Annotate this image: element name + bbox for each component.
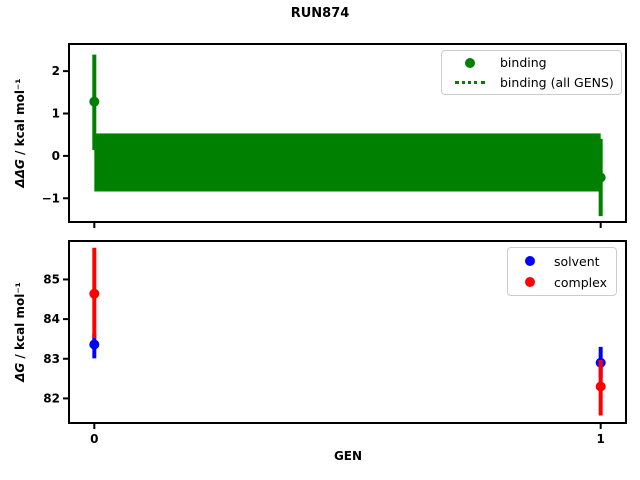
binding-marker-icon [465, 57, 475, 68]
y-tick-label: 0 [52, 149, 60, 163]
binding-data-point [89, 96, 100, 107]
y-tick-label: 82 [43, 391, 60, 405]
top-legend: binding binding (all GENS) [441, 50, 622, 95]
legend-label-binding: binding [500, 55, 547, 71]
complex-marker-icon [525, 277, 535, 287]
binding-data-point [595, 172, 606, 183]
bottom-y-axis-label: ΔG / kcal mol⁻¹ [13, 232, 31, 432]
complex-data-point [89, 288, 100, 299]
y-tick-label: 1 [52, 107, 60, 121]
y-tick-label: 2 [52, 64, 60, 78]
x-tick-label: 0 [90, 432, 98, 446]
figure-title: RUN874 [290, 6, 350, 21]
legend-marker-cell [512, 256, 548, 266]
bottom-legend: solvent complex [507, 247, 617, 296]
y-tick-label: 84 [43, 312, 60, 326]
legend-item-binding-all-gens: binding (all GENS) [446, 73, 617, 93]
bottom-plot: 85 84 83 82 0 1 [43, 240, 627, 446]
top-plot: 2 1 0 −1 [42, 43, 627, 228]
top-y-axis-label-symbol: ΔΔG [13, 159, 27, 188]
legend-item-solvent: solvent [512, 251, 612, 272]
bottom-y-axis-label-units: / kcal mol⁻¹ [13, 282, 27, 363]
legend-marker-cell [446, 57, 494, 68]
top-y-axis-label-units: / kcal mol⁻¹ [13, 78, 27, 160]
bottom-y-axis-label-symbol: ΔG [13, 362, 27, 382]
legend-label-binding-all-gens: binding (all GENS) [500, 74, 614, 90]
solvent-data-point [89, 339, 100, 350]
binding-all-gens-dotted-line-icon [455, 80, 485, 84]
legend-item-complex: complex [512, 272, 612, 293]
legend-item-binding: binding [446, 53, 617, 73]
confidence-band [94, 133, 601, 192]
y-tick-label: −1 [42, 191, 60, 205]
complex-data-point [595, 381, 606, 392]
solvent-marker-icon [525, 256, 535, 266]
y-tick-label: 85 [43, 272, 60, 286]
top-y-axis-label: ΔΔG / kcal mol⁻¹ [13, 33, 31, 233]
legend-label-complex: complex [554, 274, 607, 290]
y-tick-label: 83 [43, 352, 60, 366]
x-axis-label: GEN [333, 449, 363, 463]
legend-marker-cell [512, 277, 548, 287]
axes-frame [68, 43, 627, 223]
legend-marker-cell [446, 80, 494, 84]
legend-label-solvent: solvent [554, 253, 600, 269]
axes-frame [68, 240, 627, 424]
x-tick-label: 1 [597, 432, 605, 446]
